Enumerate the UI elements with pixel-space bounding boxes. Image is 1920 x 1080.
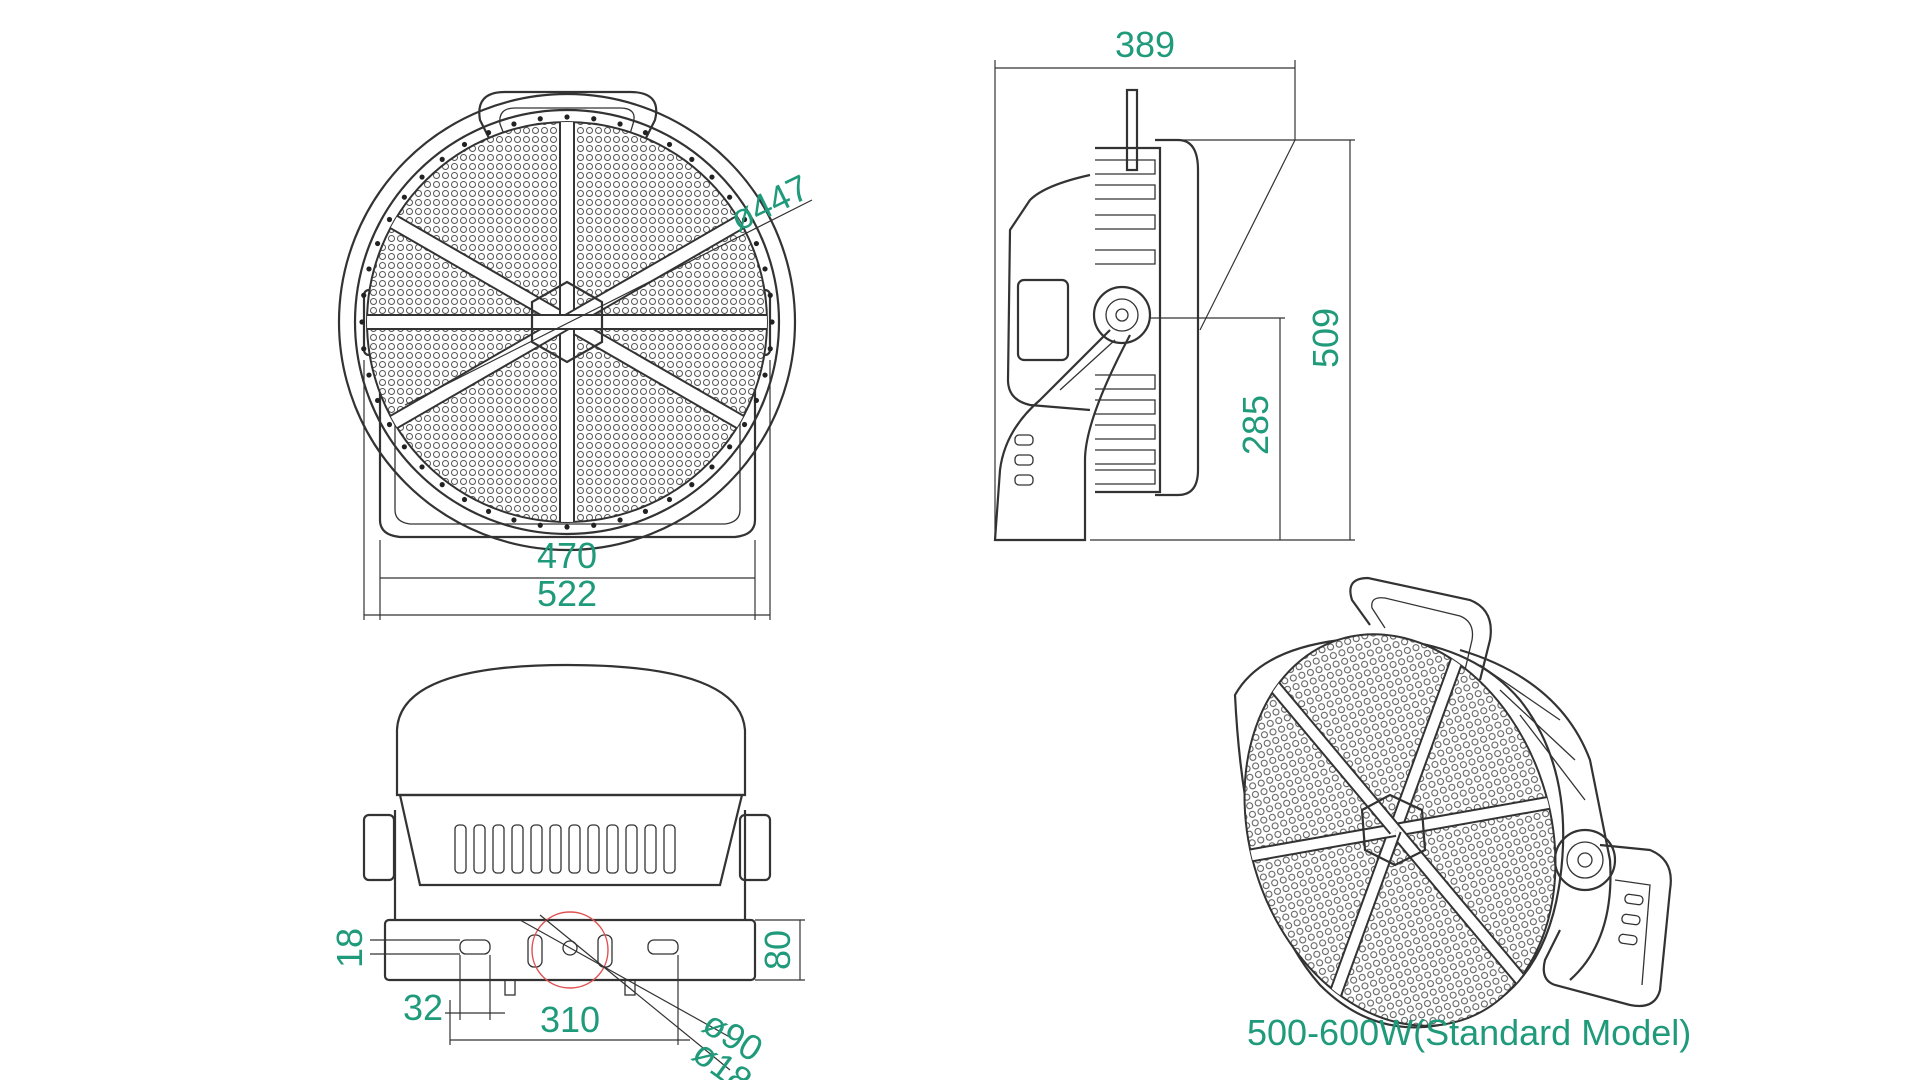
rim-bolt (709, 464, 715, 470)
rim-bolt (375, 240, 381, 247)
rim-bolt (591, 116, 597, 122)
front-view (337, 90, 813, 552)
rim-bolts (359, 114, 775, 530)
rim-bolt (753, 397, 759, 404)
side-view (993, 88, 1200, 542)
rim-bolt (727, 444, 733, 450)
fin (549, 824, 562, 874)
rim-bolt (741, 216, 748, 223)
rim-bolt (666, 496, 673, 503)
fin (1095, 469, 1156, 485)
rim-bolt (689, 482, 695, 488)
rim-bolt (439, 156, 445, 162)
rim-bolt (366, 372, 372, 378)
rim-bolt (762, 266, 768, 272)
fin (1095, 449, 1156, 465)
rim-bolt (762, 372, 768, 378)
rim-bolt (386, 421, 393, 428)
bottom-slot-height-label: 18 (329, 928, 370, 968)
rim-bolt (419, 464, 425, 470)
rim-bolt (617, 121, 623, 127)
perspective-view (1195, 576, 1672, 1058)
rim-bolt (401, 444, 407, 450)
fin (1095, 424, 1156, 440)
fin (492, 824, 505, 874)
spoke-inner (382, 316, 571, 433)
rim-bolt (769, 319, 775, 325)
rim-bolt (767, 346, 773, 352)
rim-bolt (485, 508, 492, 514)
rim-bolt (461, 496, 468, 503)
bottom-base-height-label: 80 (757, 930, 798, 970)
rim-bolt (386, 216, 393, 223)
front-diameter-label: ø447 (724, 166, 816, 239)
rim-bolt (359, 319, 365, 325)
rim-bolt (642, 508, 649, 514)
reflector-spokes (367, 122, 767, 522)
bottom-dimensions: 80 18 32 310 ø90 ø18 (329, 914, 805, 1080)
fin (1095, 374, 1156, 390)
fin (473, 824, 486, 874)
fin (1095, 399, 1156, 415)
side-fins (1095, 159, 1156, 485)
rim-bolt (461, 141, 468, 148)
rim-bolt (591, 522, 597, 528)
rim-bolt (361, 292, 367, 298)
rim-bolt (741, 421, 748, 428)
side-pivot-height-label: 285 (1235, 395, 1276, 455)
rim-bolt (564, 114, 570, 120)
rim-bolt (617, 517, 623, 523)
side-depth-label: 389 (1115, 24, 1175, 65)
fin (1095, 214, 1156, 230)
rim-bolt (727, 194, 733, 200)
spoke-inner (564, 316, 752, 433)
rim-bolt (419, 174, 425, 180)
rim-bolt (564, 524, 570, 530)
rim-bolt (511, 121, 517, 127)
fin (644, 824, 657, 874)
rim-bolt (642, 130, 649, 136)
front-outer-width-label: 522 (537, 573, 597, 614)
bottom-slot-width-label: 32 (403, 987, 443, 1028)
rim-bolt (511, 517, 517, 523)
rim-bolt (709, 174, 715, 180)
front-inner-width-label: 470 (537, 535, 597, 576)
fin (1095, 184, 1156, 200)
bottom-slot-spacing-label: 310 (540, 999, 600, 1040)
spoke-inner (382, 211, 571, 328)
fin (625, 824, 638, 874)
side-height-label: 509 (1305, 308, 1346, 368)
rim-bolt (666, 141, 673, 148)
model-caption: 500-600W(Standard Model) (1247, 1012, 1691, 1053)
rim-bolt (689, 156, 695, 162)
mount-hole-highlight (531, 911, 609, 989)
rim-bolt (361, 346, 367, 352)
rim-bolt (767, 292, 773, 298)
rim-bolt (401, 194, 407, 200)
rim-bolt (375, 397, 381, 404)
fin (454, 824, 467, 874)
rim-bolt (537, 116, 543, 122)
rim-bolt (439, 482, 445, 488)
fin (568, 824, 581, 874)
rim-bolt (366, 266, 372, 272)
spoke-inner (564, 211, 752, 328)
fin (1095, 249, 1156, 265)
bottom-fins (454, 824, 676, 874)
center-hex (530, 280, 604, 364)
fin (511, 824, 524, 874)
fin (663, 824, 676, 874)
bottom-view (362, 663, 772, 996)
fin (587, 824, 600, 874)
rim-bolt (485, 130, 492, 136)
fin (606, 824, 619, 874)
fin (530, 824, 543, 874)
rim-bolt (753, 240, 759, 247)
side-dimensions: 389 509 285 (994, 24, 1355, 541)
rim-bolt (537, 522, 543, 528)
fin (1095, 159, 1156, 175)
